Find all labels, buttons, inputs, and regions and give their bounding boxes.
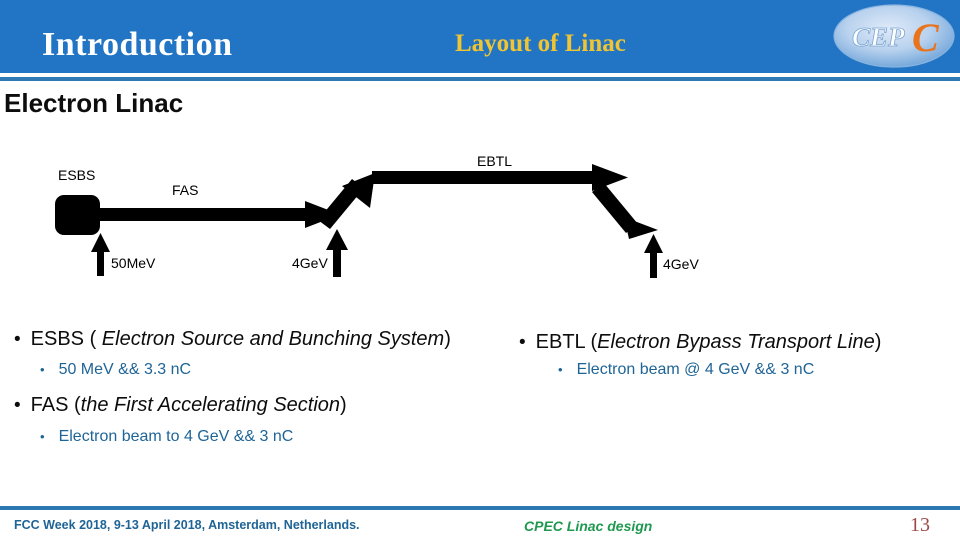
bullet-item-ebtl: • EBTL (Electron Bypass Transport Line)	[519, 331, 881, 354]
bullet-marker-icon: •	[40, 362, 45, 377]
diagram-label-fas: FAS	[172, 182, 199, 198]
bullet-text-ebtl-detail: Electron beam @ 4 GeV && 3 nC	[576, 361, 815, 378]
bullet-marker-icon: •	[519, 332, 526, 353]
bullet-item-fas: • FAS (the First Accelerating Section)	[14, 394, 347, 417]
bullet-item-fas-detail: • Electron beam to 4 GeV && 3 nC	[40, 428, 293, 446]
linac-layout-diagram	[0, 140, 960, 290]
diagram-label-energy-2: 4GeV	[292, 255, 328, 271]
header-subtitle: Layout of Linac	[455, 30, 626, 57]
bullet-item-ebtl-detail: • Electron beam @ 4 GeV && 3 nC	[558, 361, 814, 379]
diagram-label-esbs: ESBS	[58, 167, 96, 183]
diagram-label-ebtl: EBTL	[477, 153, 513, 169]
bullet-marker-icon: •	[14, 329, 21, 350]
energy-marker-2	[326, 229, 348, 277]
rising-arrowhead	[342, 173, 375, 208]
bullet-marker-icon: •	[14, 395, 21, 416]
footer-divider	[0, 506, 960, 510]
cepc-logo: CEP C	[832, 3, 956, 69]
footer-deck-title: CPEC Linac design	[524, 518, 653, 534]
bullet-text-fas: FAS (the First Accelerating Section)	[30, 394, 347, 416]
header-divider	[0, 77, 960, 81]
bullet-text-ebtl: EBTL (Electron Bypass Transport Line)	[535, 331, 882, 353]
bullet-text-fas-detail: Electron beam to 4 GeV && 3 nC	[58, 428, 294, 445]
bullet-text-esbs-detail: 50 MeV && 3.3 nC	[58, 361, 192, 378]
esbs-block	[55, 195, 100, 235]
bullet-text-esbs: ESBS ( Electron Source and Bunching Syst…	[30, 328, 451, 350]
logo-text-cep: CEP	[852, 22, 905, 52]
footer-conference-info: FCC Week 2018, 9-13 April 2018, Amsterda…	[14, 518, 360, 532]
header-band	[0, 0, 960, 73]
logo-text-c: C	[912, 15, 940, 60]
bullet-item-esbs: • ESBS ( Electron Source and Bunching Sy…	[14, 328, 451, 351]
section-heading: Electron Linac	[4, 88, 184, 118]
diagram-label-energy-1: 50MeV	[111, 255, 156, 271]
diagram-label-energy-3: 4GeV	[663, 256, 699, 272]
bullet-marker-icon: •	[40, 429, 45, 444]
fas-arrowhead	[305, 201, 340, 228]
bullet-marker-icon: •	[558, 362, 563, 377]
bullet-item-esbs-detail: • 50 MeV && 3.3 nC	[40, 361, 191, 379]
energy-marker-3	[644, 234, 663, 278]
page-title: Introduction	[42, 26, 233, 63]
slide-number: 13	[910, 514, 930, 536]
ebtl-beam-line	[372, 171, 600, 184]
descending-arrowhead	[624, 217, 658, 239]
ebtl-arrowhead	[592, 164, 628, 191]
energy-marker-1	[91, 233, 110, 276]
fas-beam-line	[98, 208, 313, 221]
